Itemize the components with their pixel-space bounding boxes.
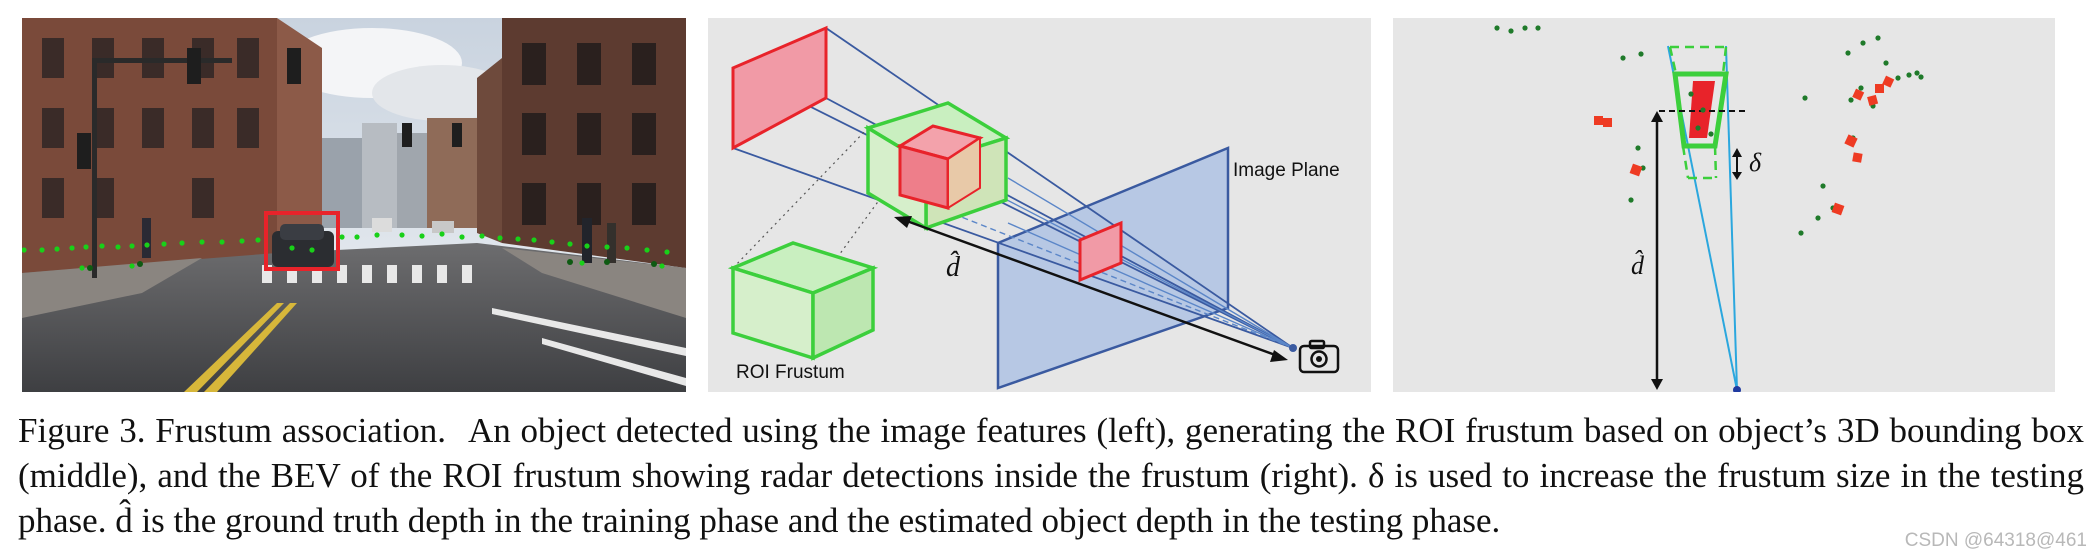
bev-radar-svg: d̂ δ [1494,25,1924,392]
bev-roi-box [1672,71,1729,149]
roi-frustum-label: ROI Frustum [736,362,845,383]
figure-caption-label: Figure 3. Frustum association. [18,411,447,450]
street-scene-illustration [22,18,686,392]
depth-label: d̂ [946,251,961,283]
roi-3d-box [863,101,1011,232]
roi-frustum-inset [727,241,879,361]
bev-radar-points [1494,25,1924,236]
frustum-diagram-svg: d̂ Image Plane ROI Frustum [727,25,1340,390]
figure-caption-text: An object detected using the image featu… [18,411,2084,540]
bev-depth-label: d̂ [1631,251,1645,280]
figure-caption: Figure 3. Frustum association. An object… [18,408,2084,543]
frustum-diagram: d̂ Image Plane ROI Frustum [708,18,1371,392]
camera-icon [1298,339,1340,374]
image-plane-label: Image Plane [1233,160,1340,181]
depth-arrow [903,218,1279,358]
far-roi-rectangle [731,25,828,151]
detection-bounding-box [264,211,340,271]
bev-red-detections [1594,75,1895,216]
image-plane-detection [1078,220,1123,283]
radar-points [22,231,670,271]
street-scene-image [22,18,686,392]
watermark: CSDN @64318@461 [1904,530,2087,551]
image-plane [996,146,1230,390]
bev-radar-view: d̂ δ [1393,18,2055,392]
delta-label: δ [1749,148,1762,177]
